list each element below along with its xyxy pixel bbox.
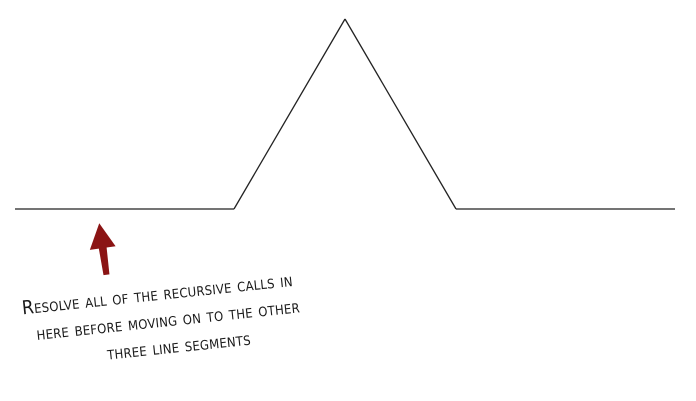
arrow-up-icon [89, 223, 116, 276]
annotation-text: Resolve all of the recursive calls in he… [21, 269, 301, 365]
segment-3-falling [344, 18, 457, 210]
koch-segments [15, 18, 675, 210]
segment-2-rising [233, 18, 346, 210]
